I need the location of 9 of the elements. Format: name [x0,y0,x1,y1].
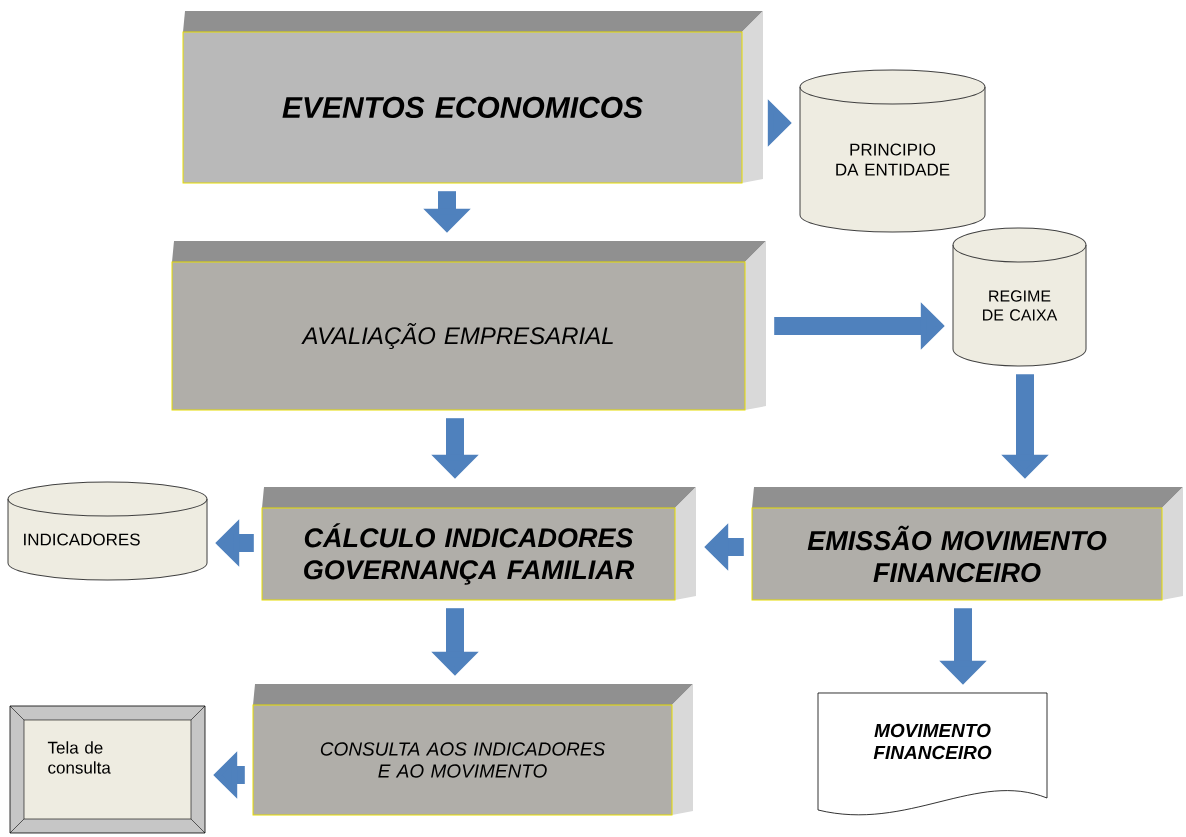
screen-frame: Tela de consulta [9,705,206,834]
database-cylinder: PRINCIPIO DA ENTIDADE [799,69,986,233]
process-block: EVENTOS ECONOMICOS [182,11,763,184]
process-block: AVALIAÇÃO EMPRESARIAL [171,241,766,411]
process-block: CONSULTA AOS INDICADORES E AO MOVIMENTO [252,684,693,816]
database-cylinder: REGIME DE CAIXA [952,227,1087,367]
process-block: CÁLCULO INDICADORES GOVERNANÇA FAMILIAR [261,487,696,601]
process-block: EMISSÃO MOVIMENTO FINANCEIRO [751,487,1183,601]
database-cylinder: INDICADORES [7,481,208,581]
